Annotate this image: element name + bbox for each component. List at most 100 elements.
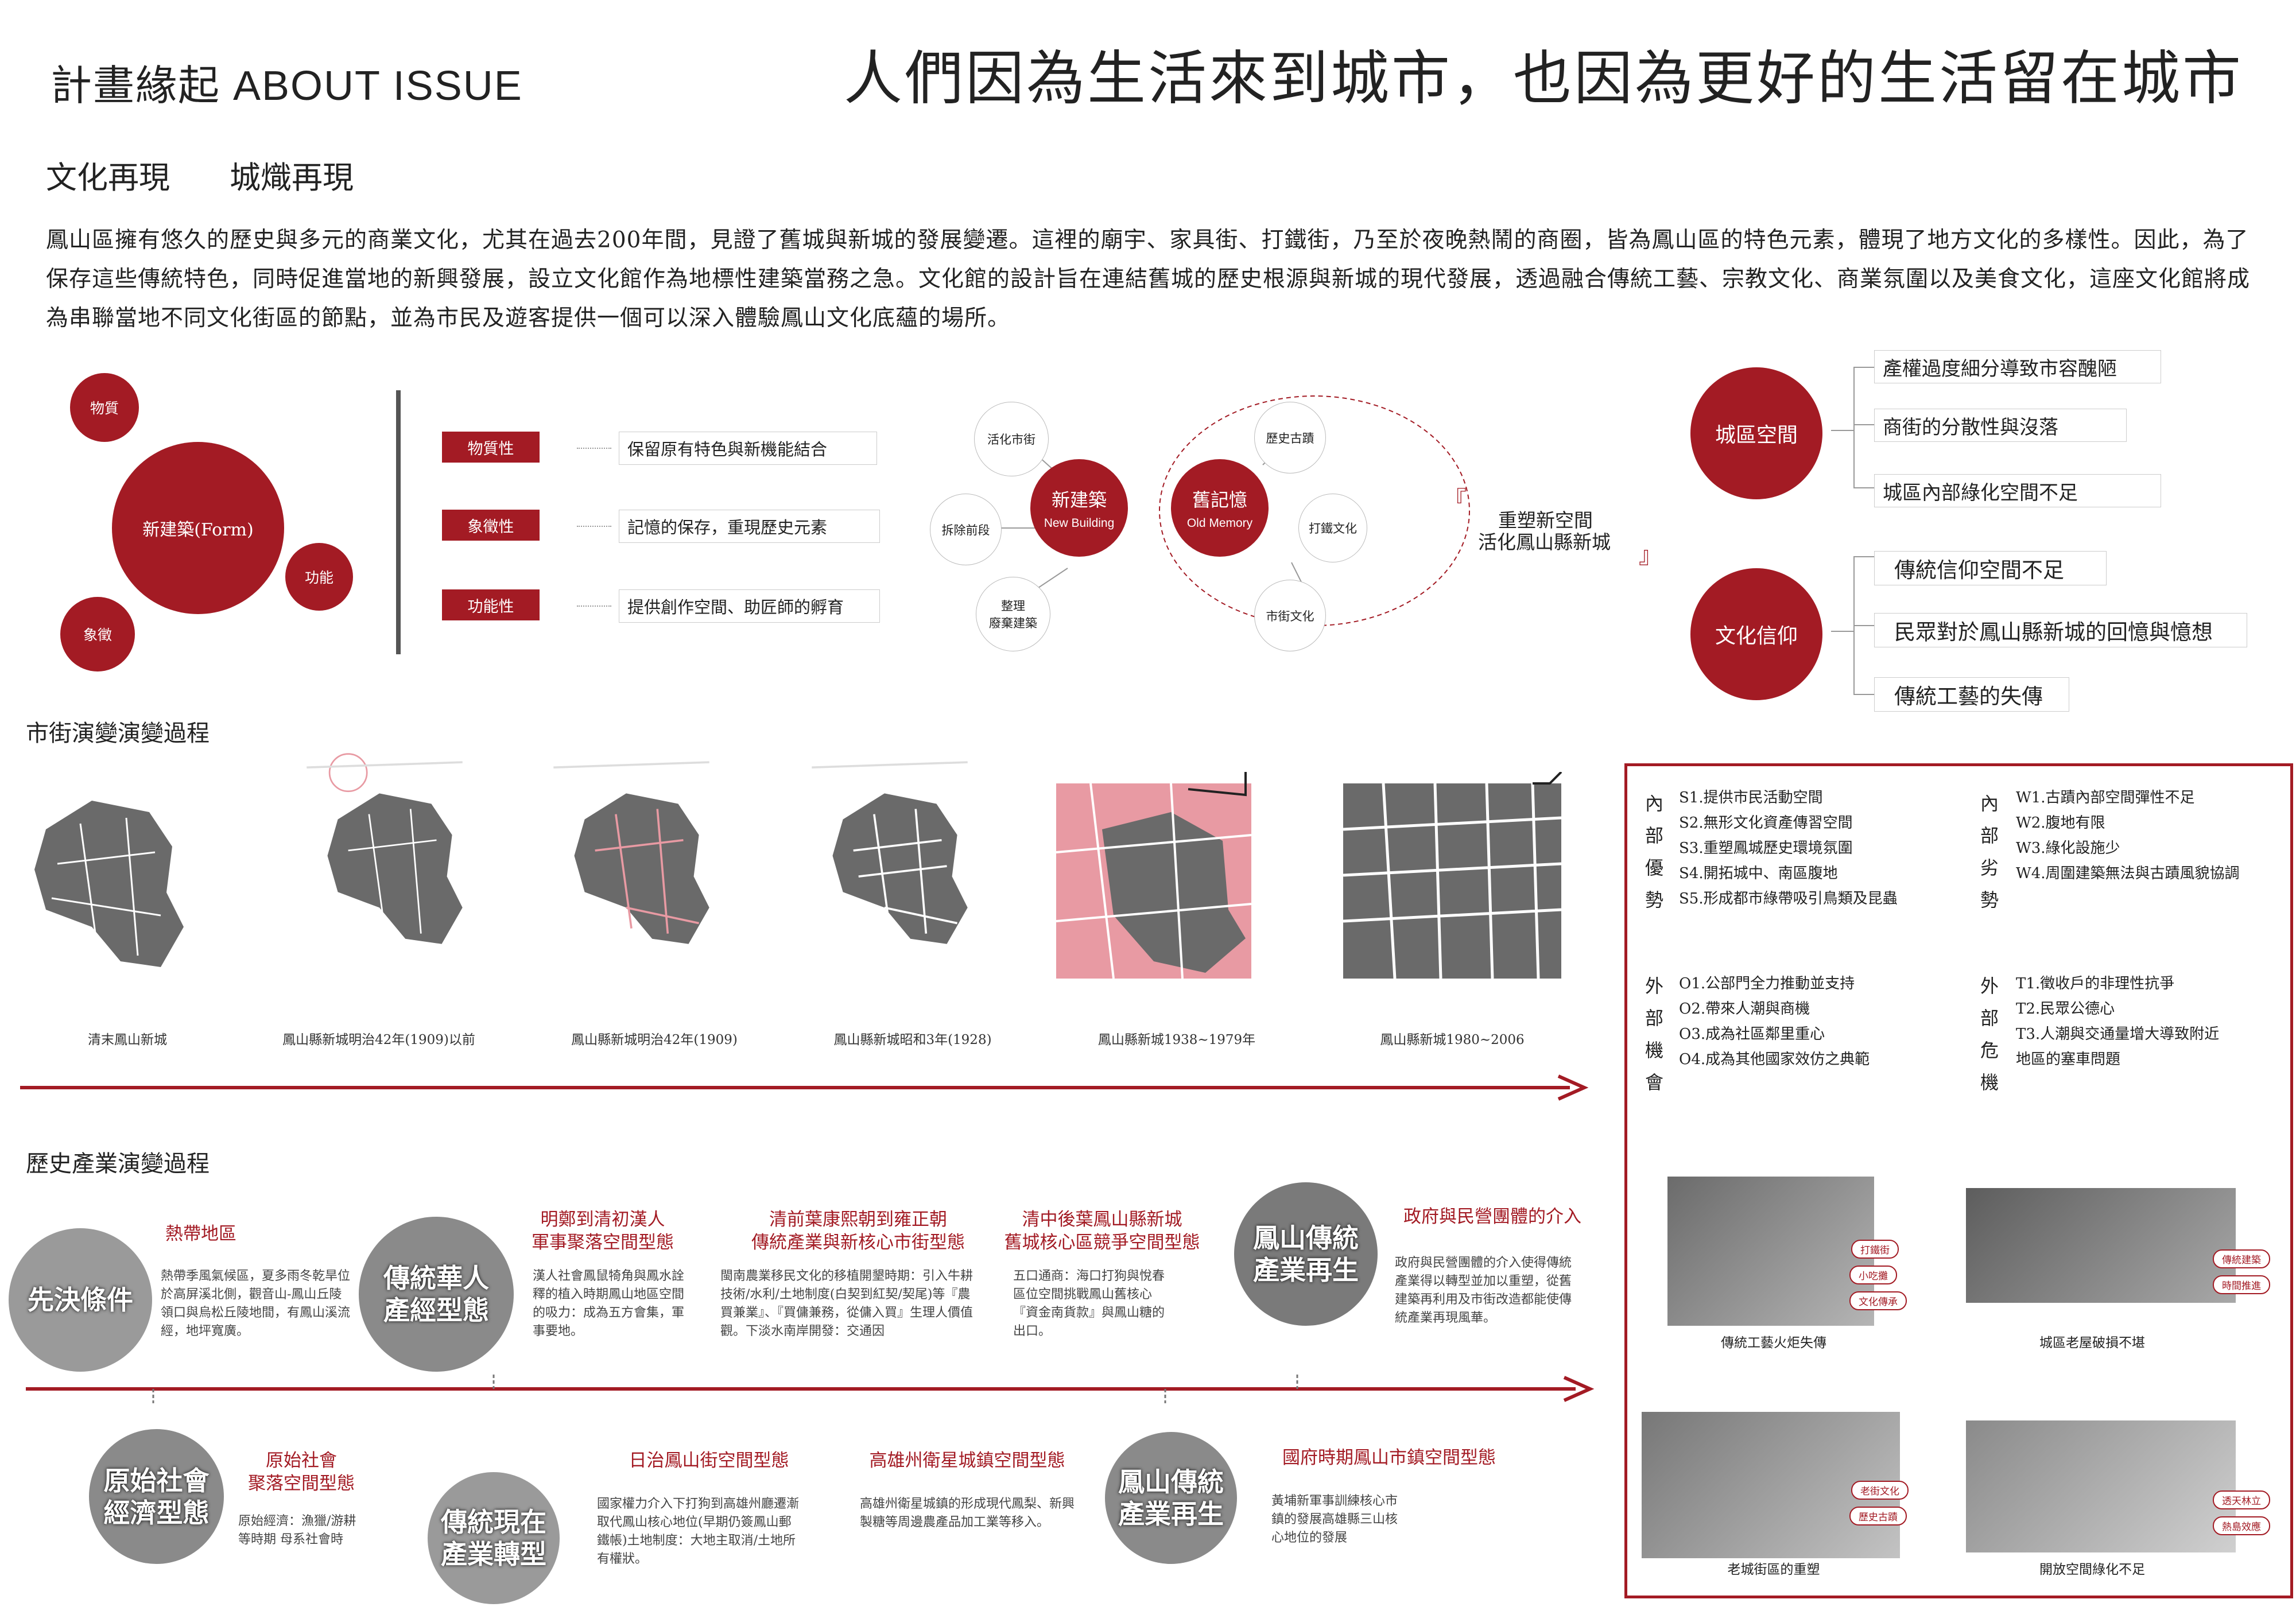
node-street-culture: 市街文化 — [1254, 580, 1326, 651]
photo-open-space — [1966, 1420, 2236, 1552]
photo-traditional-chinese-economy: 傳統華人 產經型態 — [359, 1217, 514, 1372]
desc-symbol: 記憶的保存，重現歷史元素 — [619, 510, 880, 543]
swot-panel — [1624, 763, 2293, 1598]
head-kangxi-yongzheng: 清前葉康熙朝到雍正朝 傳統產業與新核心市街型態 — [751, 1209, 965, 1253]
issues-brackets — [1831, 367, 1877, 695]
pill-open-2: 熱島效應 — [2213, 1516, 2270, 1535]
map-1938-1979 — [1056, 772, 1252, 979]
map-1928 — [812, 761, 968, 944]
urban-issue-1: 產權過度細分導致市容醜陋 — [1874, 350, 2161, 383]
urban-issue-2: 商街的分散性與沒落 — [1874, 409, 2127, 442]
swot-o4: O4.成為其他國家效仿之典範 — [1679, 1051, 1870, 1068]
arrow-material — [577, 448, 611, 449]
swot-opportunity-list: O1.公部門全力推動並支持 O2.帶來人潮與商機 O3.成為社區鄰里重心 O4.… — [1679, 971, 1966, 1072]
caption-old-house: 城區老屋破損不堪 — [2039, 1336, 2145, 1350]
swot-o1: O1.公部門全力推動並支持 — [1679, 975, 1855, 992]
map-before-1909 — [307, 753, 463, 944]
text-tropical: 熱帶季風氣候區，夏多雨冬乾旱位於高屏溪北側，觀音山-鳳山丘陵領口與烏松丘陵地間，… — [161, 1269, 351, 1338]
cultural-faith-circle: 文化信仰 — [1690, 568, 1822, 700]
swot-weakness-label: 內部劣勢 — [1980, 793, 1999, 911]
result-line-2: 活化鳳山縣新城 — [1478, 531, 1611, 553]
map-1980-2006 — [1343, 772, 1562, 979]
tag-material: 物質性 — [442, 432, 540, 463]
photo-industry-revival-bottom: 鳳山傳統 產業再生 — [1105, 1432, 1237, 1564]
pill-street-2: 歷史古蹟 — [1849, 1507, 1907, 1526]
swot-w2: W2.腹地有限 — [2016, 814, 2105, 832]
pill-open-1: 透天林立 — [2213, 1490, 2270, 1509]
photo-craft-loss — [1667, 1177, 1874, 1326]
caption-old-street: 老城街區的重塑 — [1727, 1562, 1820, 1577]
caption-before-1909: 鳳山縣新城明治42年(1909)以前 — [282, 1032, 475, 1047]
swot-s4: S4.開拓城中、南區腹地 — [1679, 865, 1838, 882]
industry-timeline-arrow — [26, 1375, 1595, 1403]
map-qing-dynasty — [34, 801, 184, 967]
head-government-intervention: 政府與民營團體的介入 — [1403, 1206, 1581, 1227]
photo-tradition-transformation: 傳統現在 產業轉型 — [428, 1472, 560, 1604]
pill-craft-2: 小吃攤 — [1849, 1266, 1897, 1284]
pill-house-1: 傳統建築 — [2213, 1249, 2270, 1268]
caption-1980-2006: 鳳山縣新城1980~2006 — [1380, 1032, 1525, 1047]
swot-t4: 地區的塞車問題 — [2016, 1051, 2121, 1068]
caption-open-space: 開放空間綠化不足 — [2039, 1562, 2145, 1577]
old-memory-zh: 舊記憶 — [1192, 489, 1247, 511]
quote-close: 』 — [1639, 542, 1662, 569]
street-evolution-title: 市街演變演變過程 — [26, 720, 210, 747]
new-building-form-circle: 新建築(Form) — [112, 442, 284, 614]
swot-s1: S1.提供市民活動空間 — [1679, 789, 1823, 806]
photo-prerequisite: 先決條件 — [9, 1228, 152, 1372]
swot-t2: T2.民眾公德心 — [2016, 1000, 2115, 1018]
old-memory-en: Old Memory — [1186, 517, 1253, 530]
desc-function: 提供創作空間、助匠師的孵育 — [619, 589, 880, 623]
caption-craft-loss: 傳統工藝火炬失傳 — [1721, 1336, 1826, 1350]
urban-issue-3: 城區內部綠化空間不足 — [1874, 474, 2161, 507]
swot-threat-list: T1.徵收戶的非理性抗爭 T2.民眾公德心 T3.人潮與交通量增大導致附近 地區… — [2016, 971, 2286, 1072]
arrow-symbol — [577, 526, 611, 527]
caption-1928: 鳳山縣新城昭和3年(1928) — [833, 1032, 992, 1047]
pill-house-2: 時間推進 — [2213, 1275, 2270, 1294]
caption-qing: 清末鳳山新城 — [88, 1032, 167, 1047]
swot-s2: S2.無形文化資產傳習空間 — [1679, 814, 1853, 832]
swot-opportunity-label: 外部機會 — [1645, 975, 1664, 1093]
subtitle-culture: 文化再現 — [46, 160, 170, 196]
divider-line — [396, 390, 401, 654]
quote-open: 『 — [1444, 487, 1467, 513]
old-memory-circle: 舊記憶 Old Memory — [1171, 459, 1269, 557]
head-late-qing: 清中後葉鳳山縣新城 舊城核心區競爭空間型態 — [1004, 1209, 1200, 1253]
caption-1938-1979: 鳳山縣新城1938~1979年 — [1097, 1032, 1256, 1047]
head-nationalist-era: 國府時期鳳山市鎮空間型態 — [1282, 1447, 1496, 1468]
function-circle: 功能 — [285, 543, 353, 611]
node-historic-site: 歷史古蹟 — [1254, 402, 1326, 473]
pill-street-1: 老街文化 — [1851, 1481, 1909, 1500]
swot-t1: T1.徵收戶的非理性抗爭 — [2016, 975, 2175, 992]
text-late-qing: 五口通商：海口打狗與悅春區位空間挑戰鳳山舊核心『資金南貨款』與鳳山糖的出口。 — [1013, 1269, 1165, 1338]
head-satellite-town: 高雄州衛星城鎮空間型態 — [869, 1450, 1065, 1471]
swot-strength-label: 內部優勢 — [1645, 793, 1664, 911]
swot-o2: O2.帶來人潮與商機 — [1679, 1000, 1810, 1018]
pill-craft-3: 文化傳承 — [1849, 1291, 1907, 1310]
head-japanese-era: 日治鳳山街空間型態 — [629, 1450, 789, 1471]
swot-threat-label: 外部危機 — [1980, 975, 1999, 1093]
photo-primitive-economy: 原始社會 經濟型態 — [89, 1429, 224, 1564]
swot-s3: S3.重塑鳳城歷史環境氛圍 — [1679, 840, 1853, 857]
swot-w4: W4.周圍建築無法與古蹟風貌協調 — [2016, 865, 2240, 882]
result-line-1: 重塑新空間 — [1498, 509, 1593, 531]
node-blacksmith-culture: 打鐵文化 — [1298, 494, 1367, 562]
text-japanese-era: 國家權力介入下打狗到高雄州廳遷漸取代鳳山核心地位(早期仍簽鳳山郵鐵帳)土地制度：… — [597, 1497, 800, 1566]
map-1909 — [553, 761, 709, 944]
tag-function: 功能性 — [442, 589, 540, 620]
swot-w3: W3.綠化設施少 — [2016, 840, 2120, 857]
photo-old-house — [1966, 1188, 2236, 1303]
street-timeline-arrow — [20, 1074, 1589, 1101]
swot-weakness-list: W1.古蹟內部空間彈性不足 W2.腹地有限 W3.綠化設施少 W4.周圍建築無法… — [2016, 785, 2286, 886]
material-circle: 物質 — [70, 373, 139, 442]
node-organize-abandoned: 整理 廢棄建築 — [976, 577, 1050, 651]
swot-s5: S5.形成都市綠帶吸引鳥類及昆蟲 — [1679, 890, 1898, 907]
new-building-en: New Building — [1044, 517, 1115, 530]
text-satellite-town: 高雄州衛星城鎮的形成現代鳳梨、新興製糖等周邊農產品加工業等移入。 — [860, 1497, 1075, 1530]
swot-o3: O3.成為社區鄰里重心 — [1679, 1026, 1825, 1043]
text-nationalist-era: 黃埔新軍事訓練核心市鎮的發展高雄縣三山核心地位的發展 — [1271, 1494, 1398, 1545]
symbol-circle: 象徵 — [60, 597, 135, 671]
tag-symbol: 象徵性 — [442, 510, 540, 541]
head-ming-qing-military: 明鄭到清初漢人 軍事聚落空間型態 — [532, 1209, 674, 1253]
caption-1909: 鳳山縣新城明治42年(1909) — [571, 1032, 738, 1047]
